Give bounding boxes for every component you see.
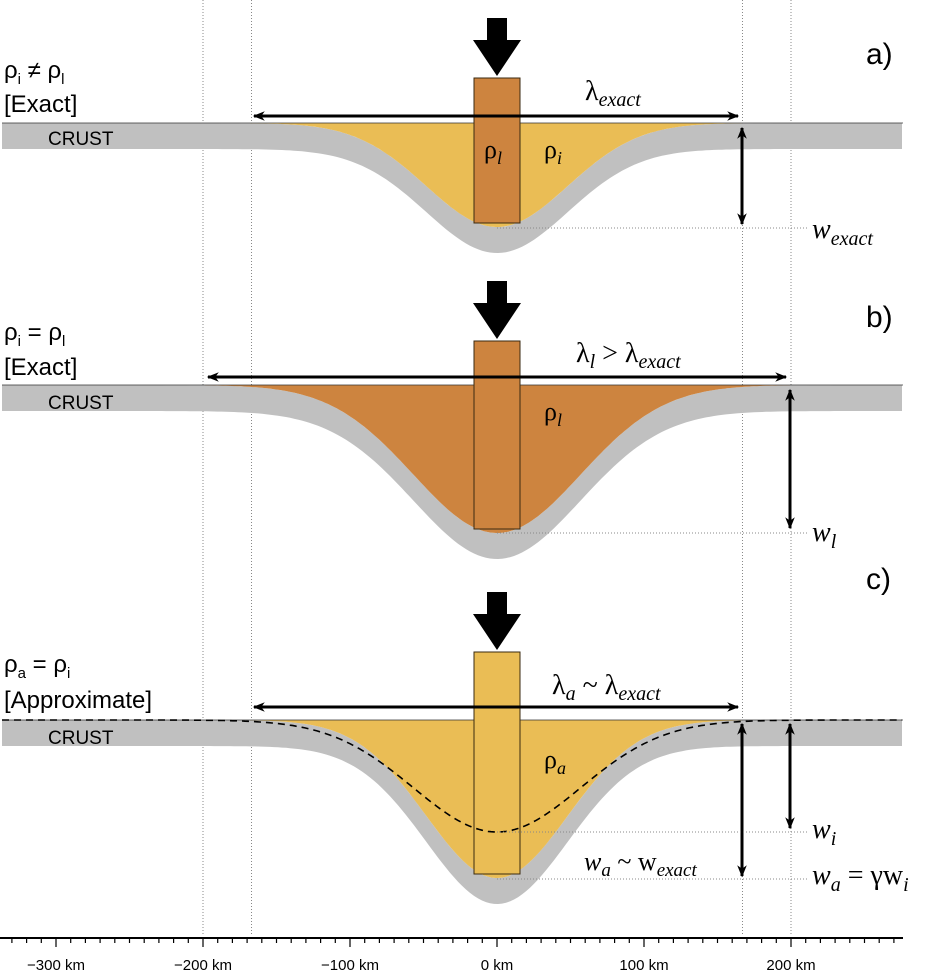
panel-b-w-label: wl	[812, 517, 837, 553]
panel-a-lambda-label: λexact	[585, 76, 641, 111]
panel-c-method: [Approximate]	[4, 687, 152, 714]
panel-a	[2, 18, 903, 253]
crust-band	[2, 123, 902, 253]
panel-c-relation: ρa = ρi	[4, 651, 70, 682]
panel-a-relation: ρi ≠ ρl	[4, 57, 65, 88]
panel-a-tag: a)	[866, 38, 893, 71]
panel-c-wi-label: wi	[812, 814, 836, 850]
x-axis: −300 km −200 km −100 km 0 km 100 km 200 km	[0, 937, 903, 974]
x-tick-label: 200 km	[766, 957, 815, 974]
load-column	[473, 340, 521, 530]
panel-a-load-label: ρl	[484, 135, 502, 168]
panel-b-crust-label: CRUST	[48, 393, 114, 414]
crust-band	[2, 385, 902, 559]
x-tick-label: −300 km	[27, 957, 85, 974]
panel-c-wa-label: wa = γwi	[812, 860, 909, 896]
panel-b	[2, 281, 903, 559]
panel-b-tag: b)	[866, 301, 893, 334]
panel-b-method: [Exact]	[4, 354, 77, 381]
crust-band	[2, 720, 902, 904]
dashed-profile	[2, 719, 902, 833]
panel-a-fill-label: ρi	[544, 135, 562, 168]
panel-c-tag: c)	[866, 563, 891, 596]
panel-c-lambda-label: λa ~ λexact	[552, 670, 661, 705]
panel-a-method: [Exact]	[4, 91, 77, 118]
panel-b-fill-label: ρl	[544, 397, 562, 430]
panel-c-crust-label: CRUST	[48, 728, 114, 749]
panel-c-w-inner-label: wa ~ wexact	[584, 847, 697, 881]
panel-b-relation: ρi = ρl	[4, 319, 65, 350]
panel-b-lambda-label: λl > λexact	[576, 338, 681, 373]
panel-c	[2, 592, 903, 904]
load-column	[473, 77, 521, 224]
load-arrow-icon	[473, 18, 521, 76]
x-tick-label: 100 km	[619, 957, 668, 974]
x-tick-label: 0 km	[481, 957, 514, 974]
load-column	[473, 651, 521, 875]
panel-c-fill-label: ρa	[544, 745, 566, 778]
x-tick-label: −100 km	[321, 957, 379, 974]
panel-a-crust-label: CRUST	[48, 129, 114, 150]
panel-a-w-label: wexact	[812, 214, 873, 250]
load-arrow-icon	[473, 281, 521, 339]
x-tick-label: −200 km	[174, 957, 232, 974]
load-arrow-icon	[473, 592, 521, 650]
